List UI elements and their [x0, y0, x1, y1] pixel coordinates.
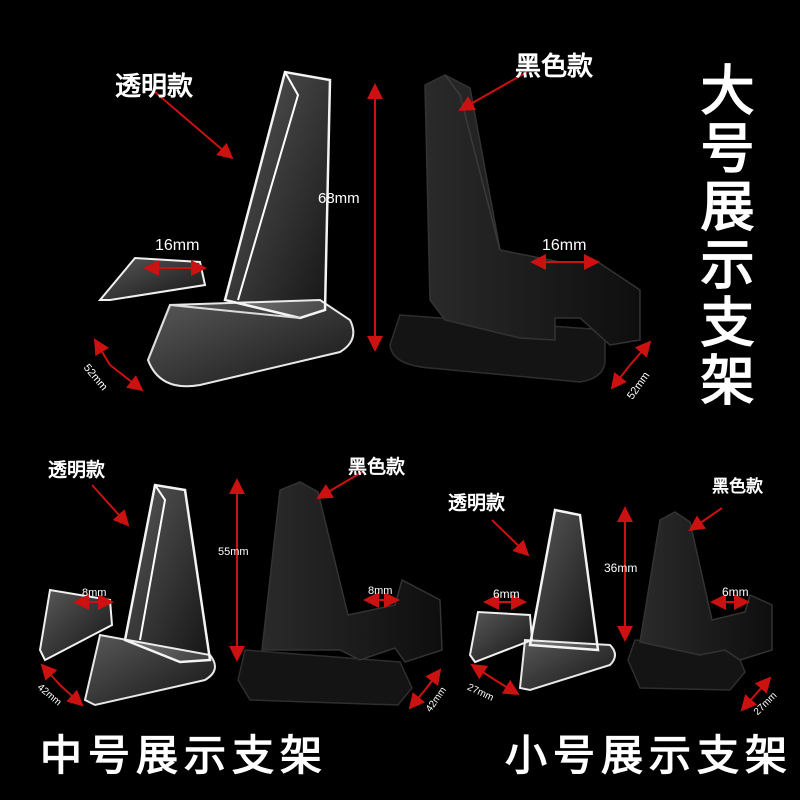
large-height-label: 68mm	[318, 190, 360, 207]
small-black-slot-label: 6mm	[722, 585, 749, 599]
medium-clear-stand	[38, 483, 216, 707]
dimension-arrows	[40, 71, 772, 712]
large-clear-stand	[97, 70, 355, 388]
large-clear-slot-label: 16mm	[155, 237, 200, 254]
small-black-label: 黑色款	[712, 477, 763, 497]
large-black-stand	[389, 74, 641, 383]
small-title: 小号展示支架	[505, 731, 794, 780]
small-clear-label: 透明款	[448, 492, 506, 514]
small-black-stand	[627, 511, 773, 691]
medium-black-label: 黑色款	[348, 456, 406, 478]
small-clear-stand	[468, 508, 616, 692]
medium-title: 中号展示支架	[40, 731, 329, 780]
medium-clear-slot-label: 8mm	[82, 587, 107, 599]
large-clear-label: 透明款	[115, 72, 194, 102]
large-black-label: 黑色款	[515, 52, 594, 82]
medium-black-slot-label: 8mm	[368, 585, 393, 597]
large-black-slot-label: 16mm	[542, 237, 587, 254]
large-title: 大号展示支架	[691, 62, 755, 410]
medium-clear-label: 透明款	[48, 459, 106, 481]
medium-black-stand	[237, 481, 443, 706]
small-height-label: 36mm	[604, 561, 638, 575]
small-clear-slot-label: 6mm	[493, 587, 520, 601]
medium-height-label: 55mm	[218, 546, 249, 558]
